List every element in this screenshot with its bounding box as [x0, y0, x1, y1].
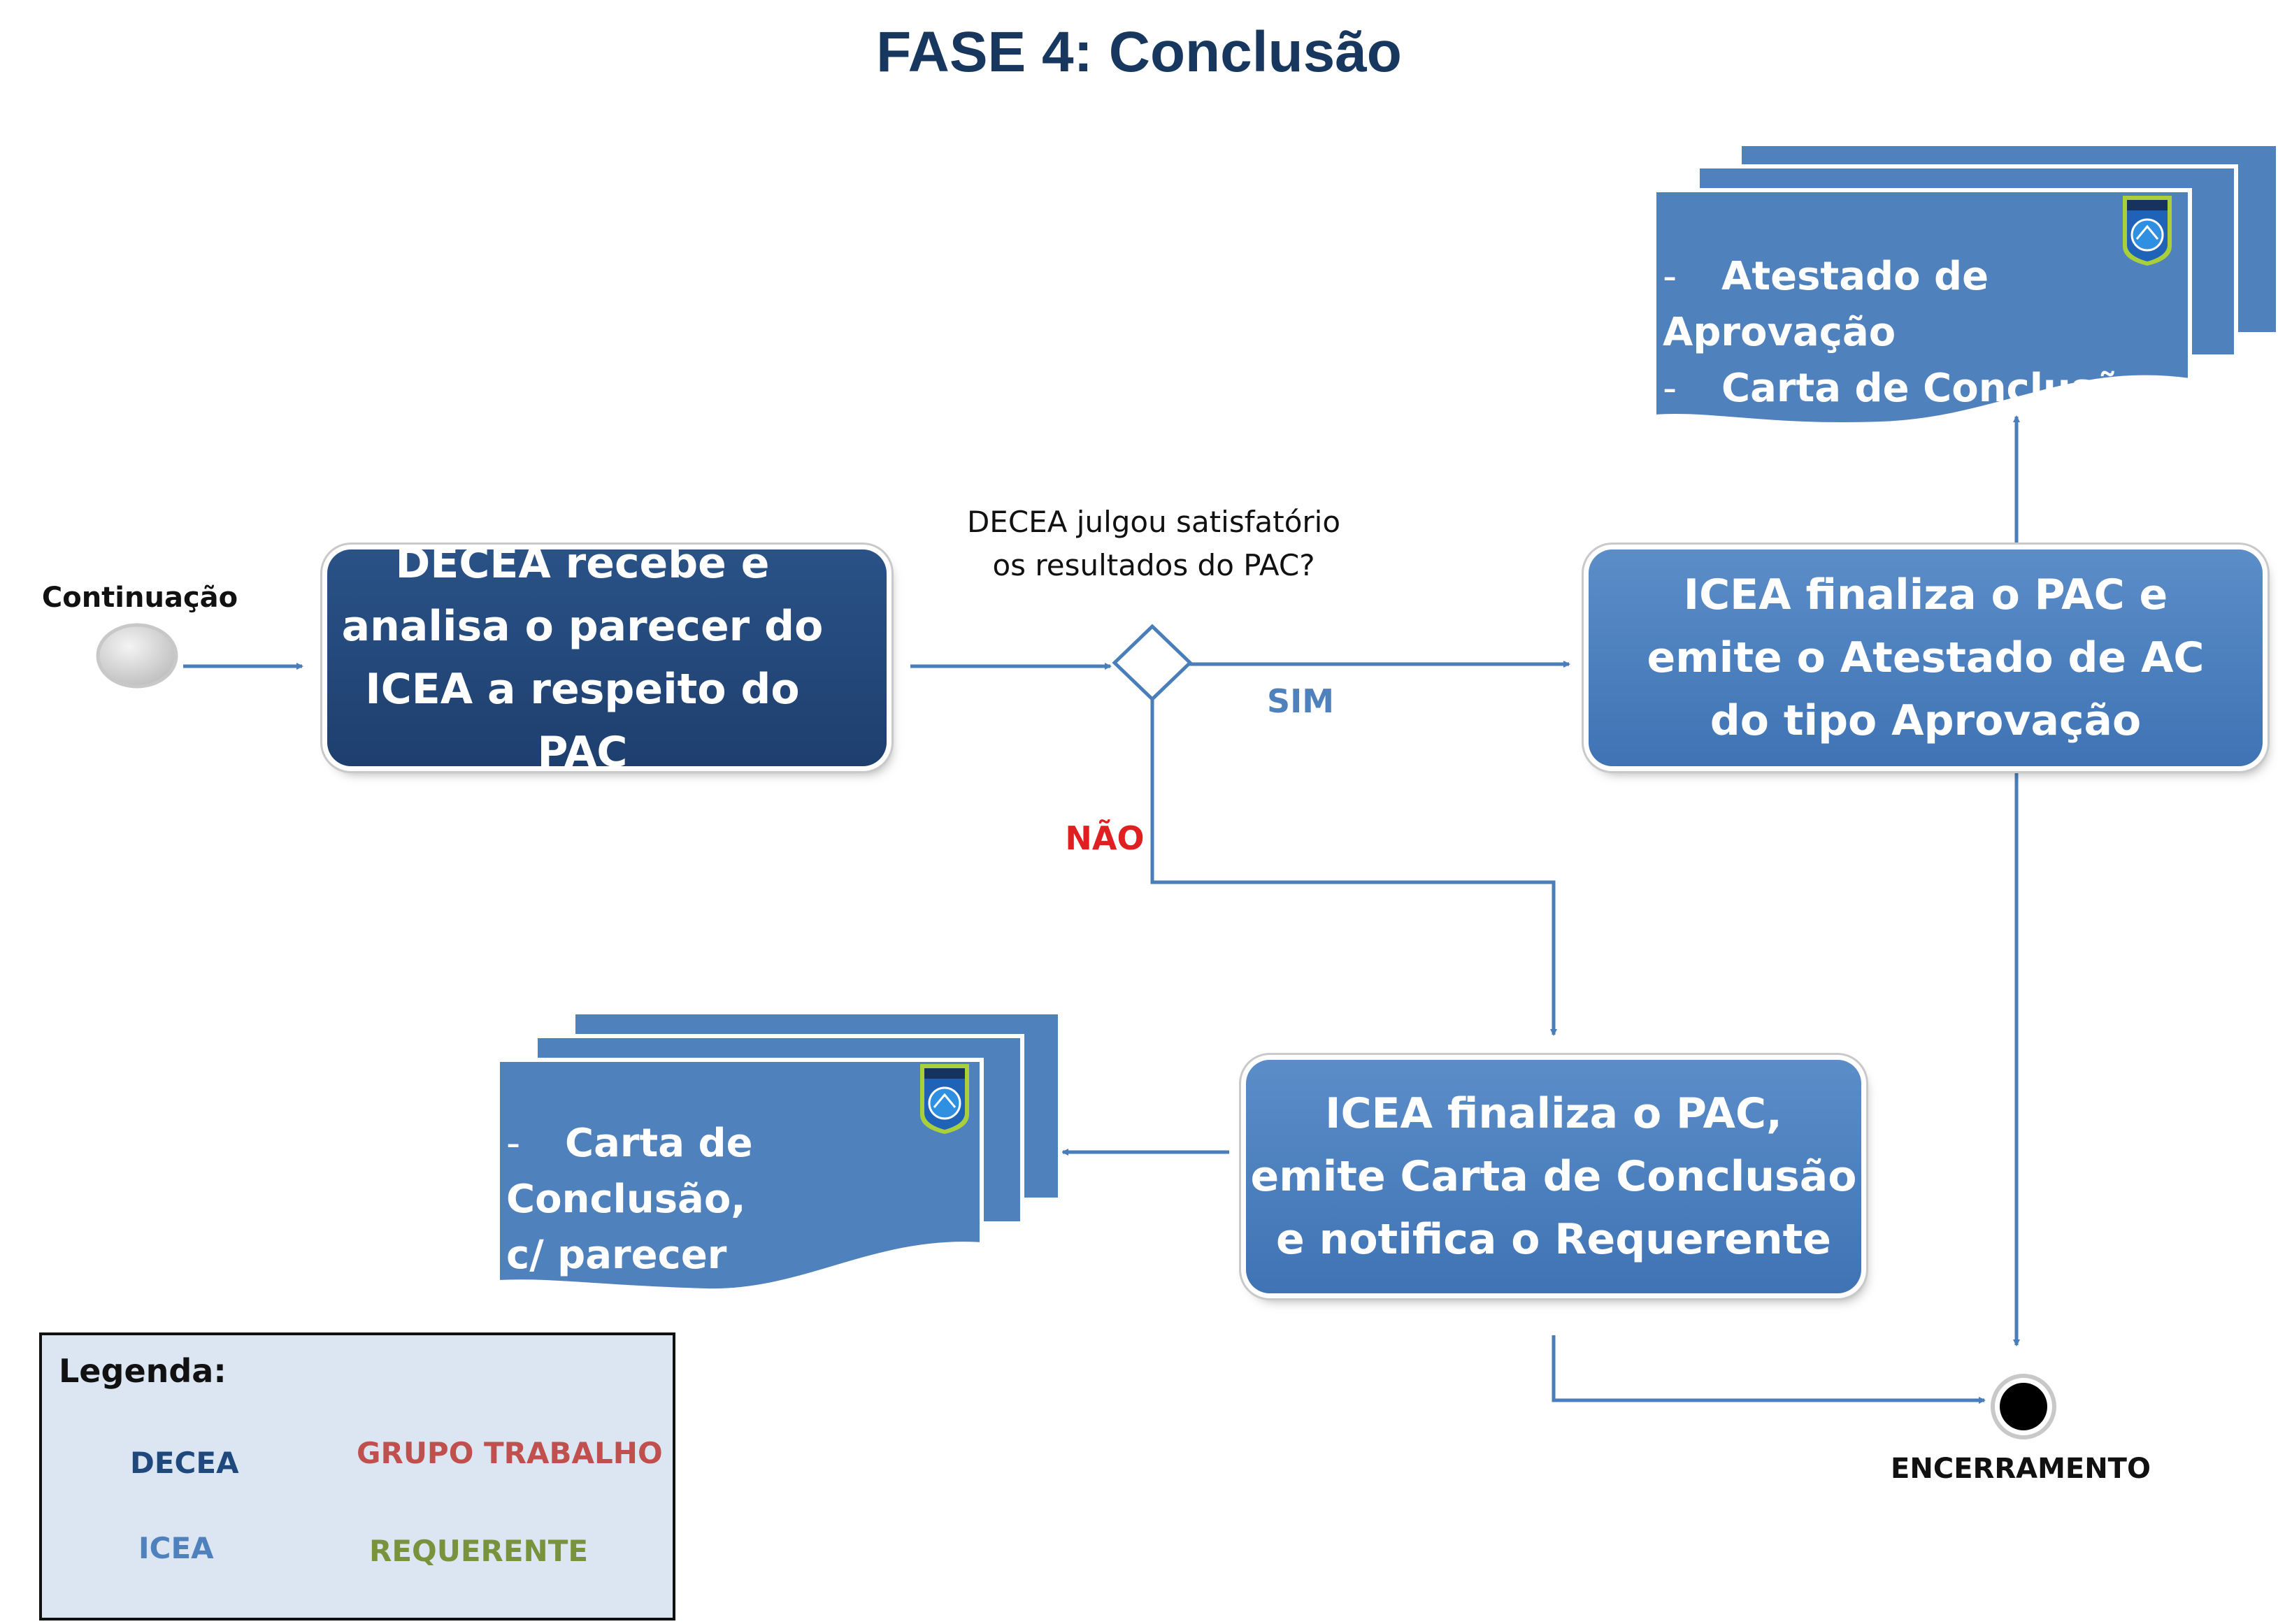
- document-item: c/ parecer desfavorável: [506, 1233, 791, 1334]
- process-icea-notifica: ICEA finaliza o PAC, emite Carta de Conc…: [1246, 1060, 1861, 1293]
- document-item: -Carta de Conclusão,: [506, 1121, 753, 1222]
- process-icea-aprovacao: ICEA finaliza o PAC e emite o Atestado d…: [1589, 549, 2263, 766]
- legend-title: Legenda:: [59, 1352, 227, 1390]
- document-item: -Carta de Conclusão: [1663, 366, 2148, 411]
- document-item: -Atestado de Aprovação: [1663, 254, 1989, 355]
- legend-requerente-label: REQUERENTE: [369, 1534, 589, 1568]
- page-title: FASE 4: Conclusão: [876, 20, 1402, 84]
- decision-diamond: [1112, 624, 1193, 702]
- document-desfavoravel-text: -Carta de Conclusão, c/ parecer desfavor…: [506, 1116, 996, 1339]
- start-label: Continuação: [41, 582, 238, 614]
- process-decea-analisa: DECEA recebe e analisa o parecer do ICEA…: [327, 539, 887, 777]
- end-label: ENCERRAMENTO: [1891, 1453, 2151, 1485]
- legend-decea-label: DECEA: [130, 1446, 239, 1480]
- legend-grupo-label: GRUPO TRABALHO: [357, 1436, 663, 1470]
- legend-icea-label: ICEA: [138, 1531, 214, 1565]
- connector-icea-notifica-to-end: [1552, 1335, 1986, 1404]
- end-node: [1991, 1374, 2056, 1439]
- decision-no-label: NÃO: [1065, 819, 1145, 857]
- connectors: [183, 415, 2020, 1404]
- document-stack-desfavoravel: [496, 1010, 1062, 1293]
- start-node: [96, 623, 178, 689]
- document-aprovacao-text: -Atestado de Aprovação -Carta de Conclus…: [1663, 249, 2194, 417]
- decision-question: DECEA julgou satisfatório os resultados …: [966, 505, 1341, 582]
- legend-box: [39, 1332, 675, 1621]
- connector-nao-to-icea-notifica: [1150, 699, 1557, 1036]
- decision-yes-label: SIM: [1266, 682, 1335, 720]
